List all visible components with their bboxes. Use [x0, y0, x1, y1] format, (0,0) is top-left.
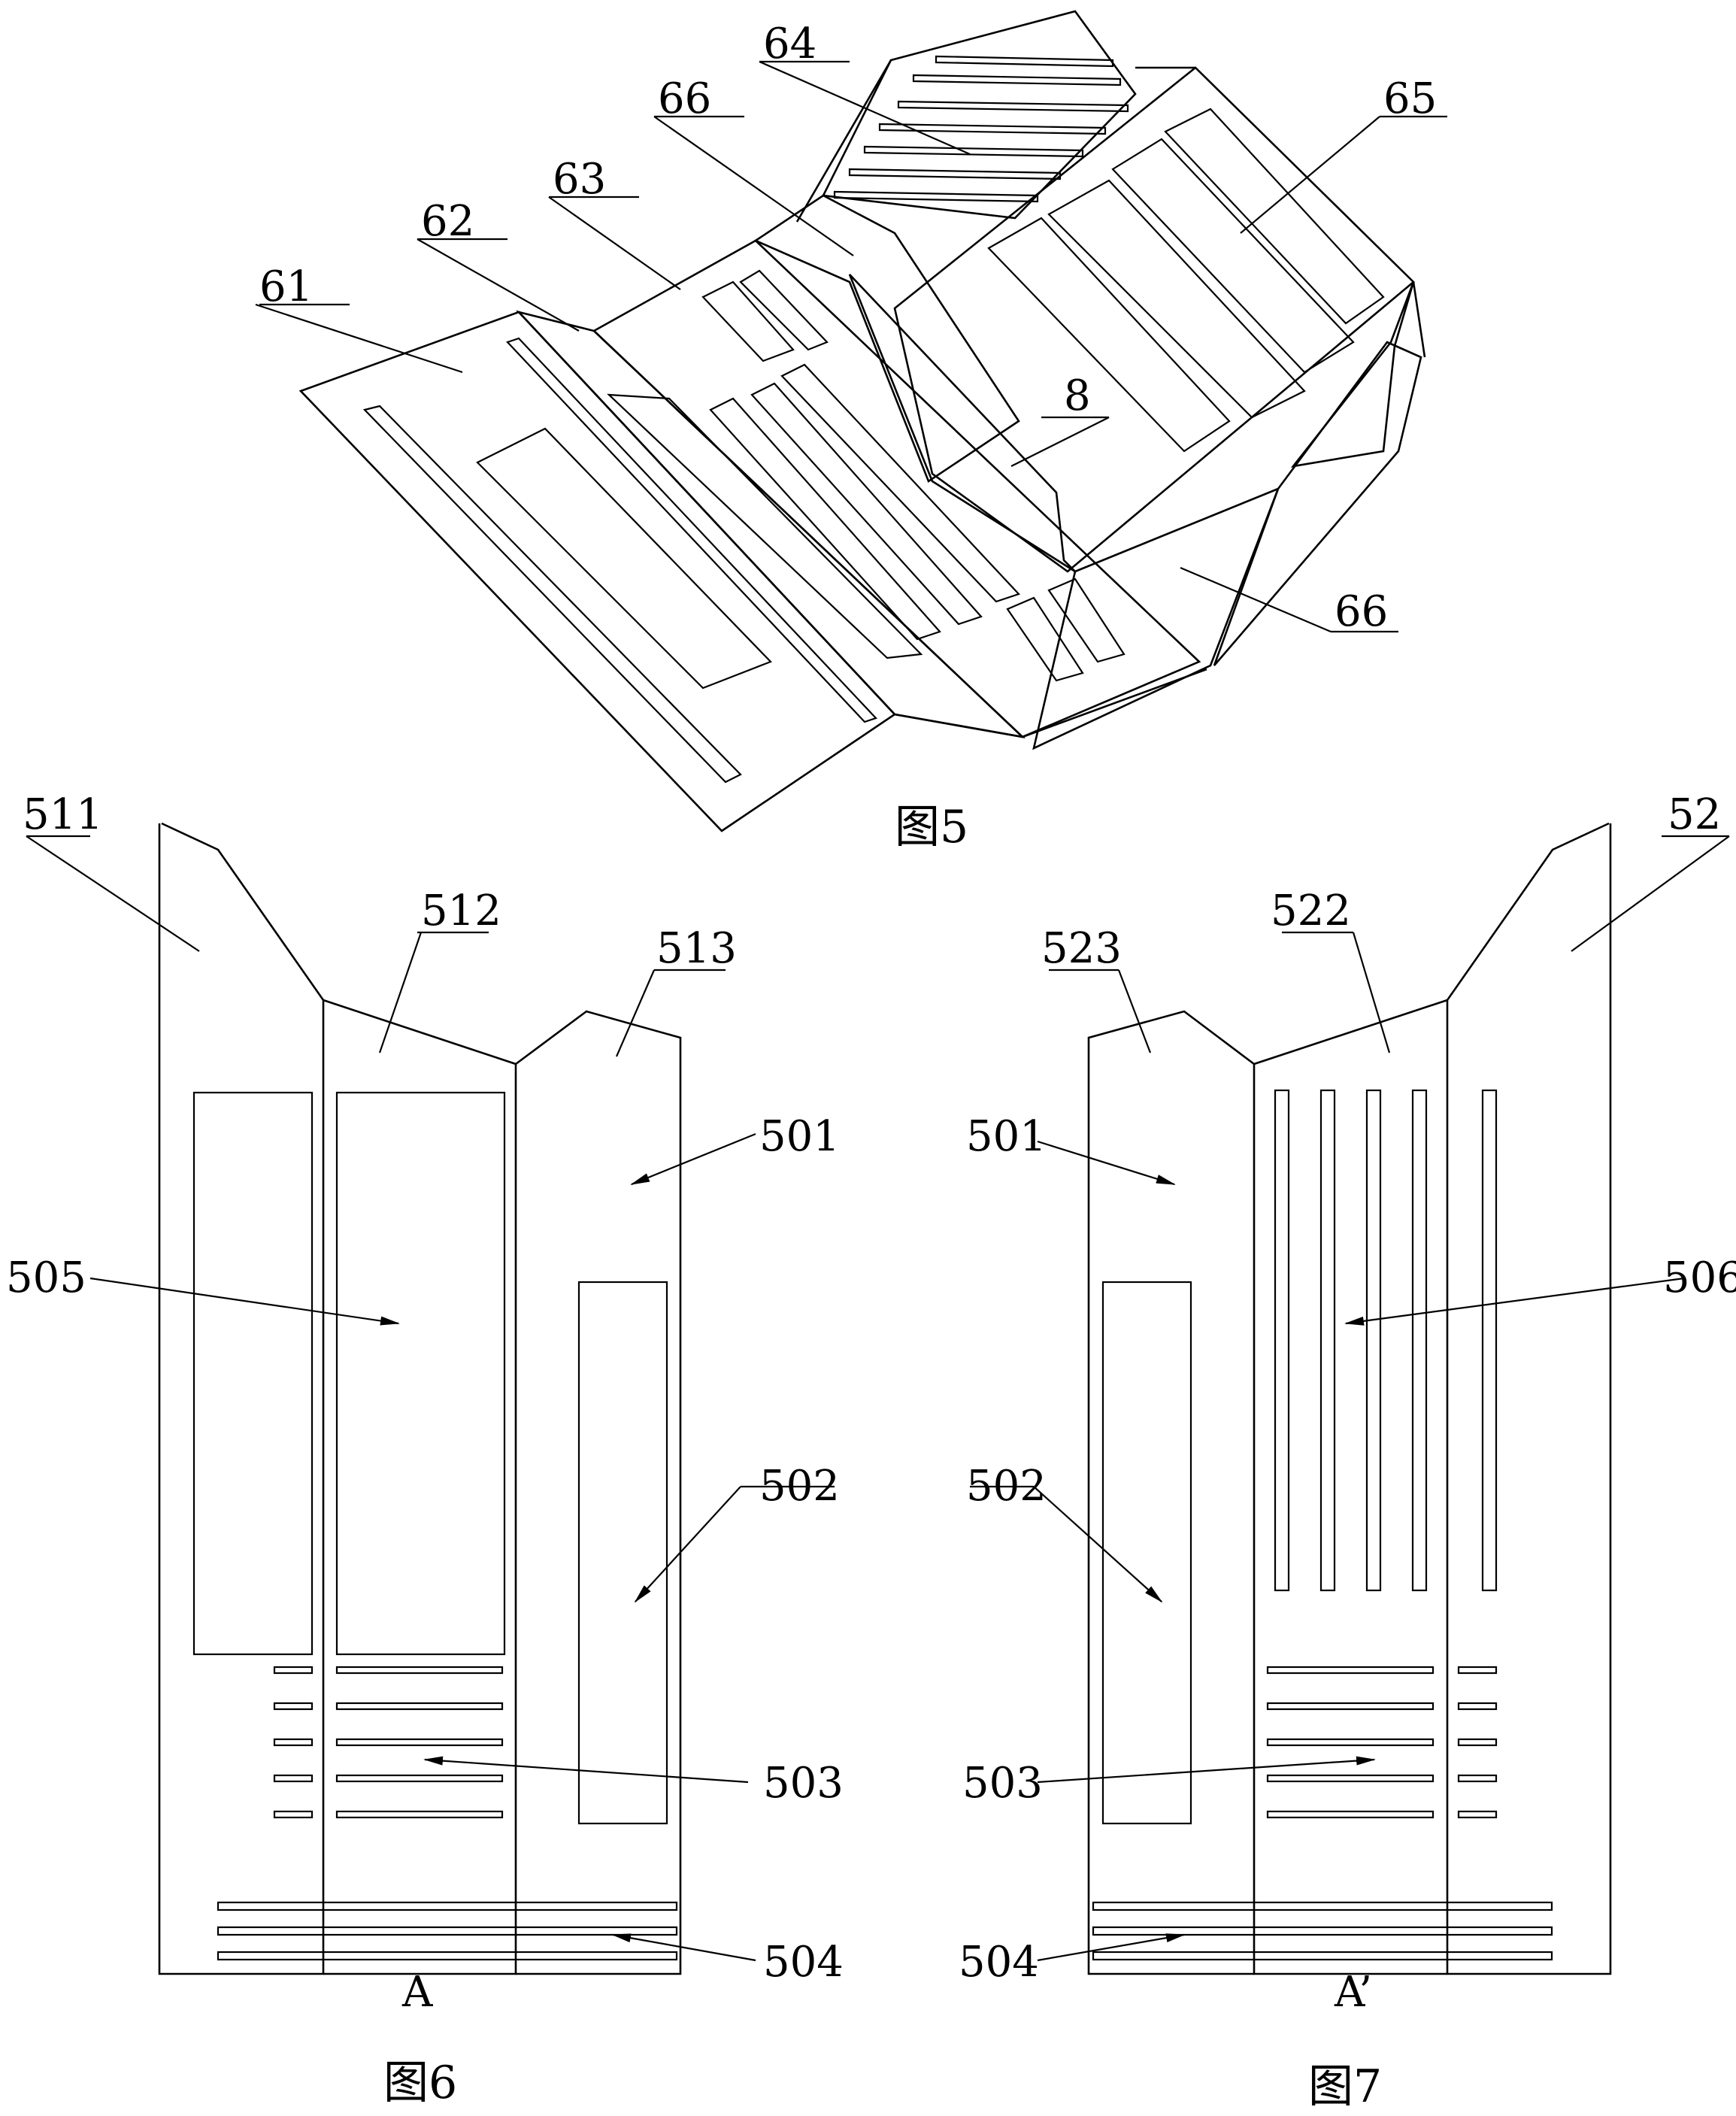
outline-52 — [1447, 823, 1610, 1974]
label-506: 506 — [1663, 1254, 1736, 1302]
window-513 — [579, 1282, 667, 1823]
vent-lines-512 — [337, 1667, 502, 1817]
panel-64-slots — [835, 56, 1128, 202]
figure-6-labels: 511 512 513 501 505 502 503 504 A 图6 — [6, 790, 844, 2109]
label-64: 64 — [763, 20, 816, 68]
label-513: 513 — [656, 924, 737, 973]
label-63: 63 — [553, 155, 606, 204]
window-523 — [1103, 1282, 1191, 1823]
label-523: 523 — [1041, 924, 1122, 973]
label-61: 61 — [259, 262, 313, 311]
label-502-right: 502 — [966, 1462, 1047, 1511]
label-8: 8 — [1064, 371, 1091, 420]
figure-7-labels: 52 522 523 501 506 502 503 504 A’ 图7 — [959, 790, 1736, 2112]
label-522: 522 — [1271, 887, 1351, 935]
flap-66-lower — [1034, 489, 1278, 748]
outline-513 — [516, 1011, 680, 1974]
divider-8 — [850, 274, 1075, 571]
vent-lines-522 — [1268, 1667, 1433, 1817]
window-512 — [337, 1093, 504, 1654]
outline-512 — [323, 1000, 516, 1974]
label-504-right: 504 — [959, 1938, 1039, 1987]
figure-7-leaders — [970, 836, 1729, 1960]
panel-62-slots — [507, 338, 921, 722]
panel-63-slots — [703, 271, 1124, 681]
figure-6-unfolded-left: 511 512 513 501 505 502 503 504 A 图6 — [6, 790, 844, 2109]
label-62: 62 — [421, 197, 474, 246]
outline-511 — [159, 823, 323, 1974]
panel-61 — [301, 312, 895, 831]
figure-7-unfolded-right: 52 522 523 501 506 502 503 504 A’ 图7 — [959, 790, 1736, 2112]
label-65: 65 — [1383, 74, 1437, 123]
label-503-right: 503 — [962, 1759, 1043, 1808]
figure-5-leaders — [256, 62, 1447, 632]
label-501-right: 501 — [966, 1112, 1047, 1161]
figure-5-folded-box: 61 62 63 66 64 65 8 66 图5 — [256, 11, 1447, 853]
label-502: 502 — [759, 1462, 840, 1511]
vent-lines-511 — [274, 1667, 312, 1817]
window-511 — [194, 1093, 312, 1654]
outline-523 — [1089, 1011, 1254, 1974]
label-512: 512 — [421, 887, 501, 935]
label-66-lower: 66 — [1335, 587, 1388, 636]
end-flap-right — [1293, 282, 1413, 466]
caption-figure-5: 图5 — [895, 801, 968, 853]
bottom-strips-504 — [218, 1902, 677, 1960]
panel-64 — [823, 11, 1135, 218]
caption-figure-7: 图7 — [1308, 2060, 1382, 2112]
outline-522 — [1254, 1000, 1447, 1974]
panel-65-slots — [989, 109, 1383, 451]
side-label-A-prime: A’ — [1334, 1968, 1372, 2017]
end-edge — [1413, 282, 1425, 357]
label-505: 505 — [6, 1254, 86, 1302]
label-504: 504 — [763, 1938, 844, 1987]
label-511: 511 — [23, 790, 103, 839]
label-501: 501 — [759, 1112, 840, 1161]
label-66-upper: 66 — [658, 74, 711, 123]
label-52: 52 — [1668, 790, 1721, 839]
panel-61-slots — [365, 406, 771, 782]
vertical-slots-506 — [1275, 1090, 1496, 1590]
label-503: 503 — [763, 1759, 844, 1808]
side-label-A: A — [401, 1968, 433, 2017]
vent-lines-52 — [1459, 1667, 1496, 1817]
flap-66-upper — [756, 196, 1019, 481]
figure-6-leaders — [26, 836, 835, 1960]
bottom-strips-504-right — [1093, 1902, 1552, 1960]
caption-figure-6: 图6 — [383, 2057, 457, 2109]
